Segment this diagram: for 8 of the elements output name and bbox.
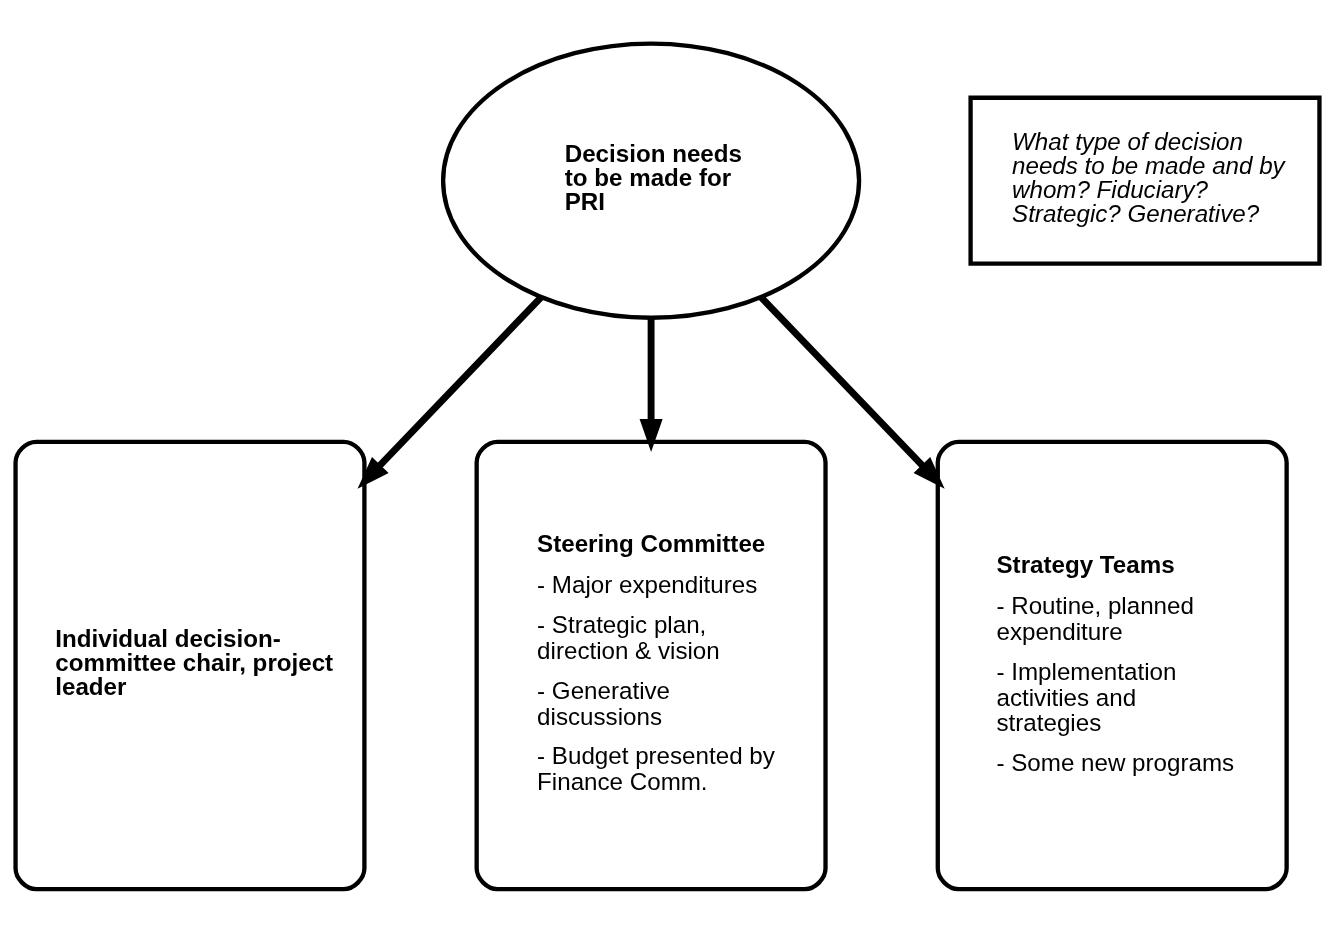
arrow <box>758 294 945 489</box>
node-box: Steering Committee - Major expenditures - Strategic plan, direction & vision - Generative discussions - Budget presented by Finance Comm. <box>474 439 828 891</box>
arrow <box>357 294 544 489</box>
node-box: Individual decision-committee chair, project leader <box>13 439 367 891</box>
node-box: Strategy Teams - Routine, planned expenditure - Implementation activities and strategies - Some new programs <box>935 439 1289 891</box>
node-box: What type of decision needs to be made and by whom? Fiduciary? Strategic? Generative? <box>968 95 1322 266</box>
node-ellipse: Decision needs to be made for PRI <box>440 40 862 320</box>
arrow <box>639 317 663 452</box>
